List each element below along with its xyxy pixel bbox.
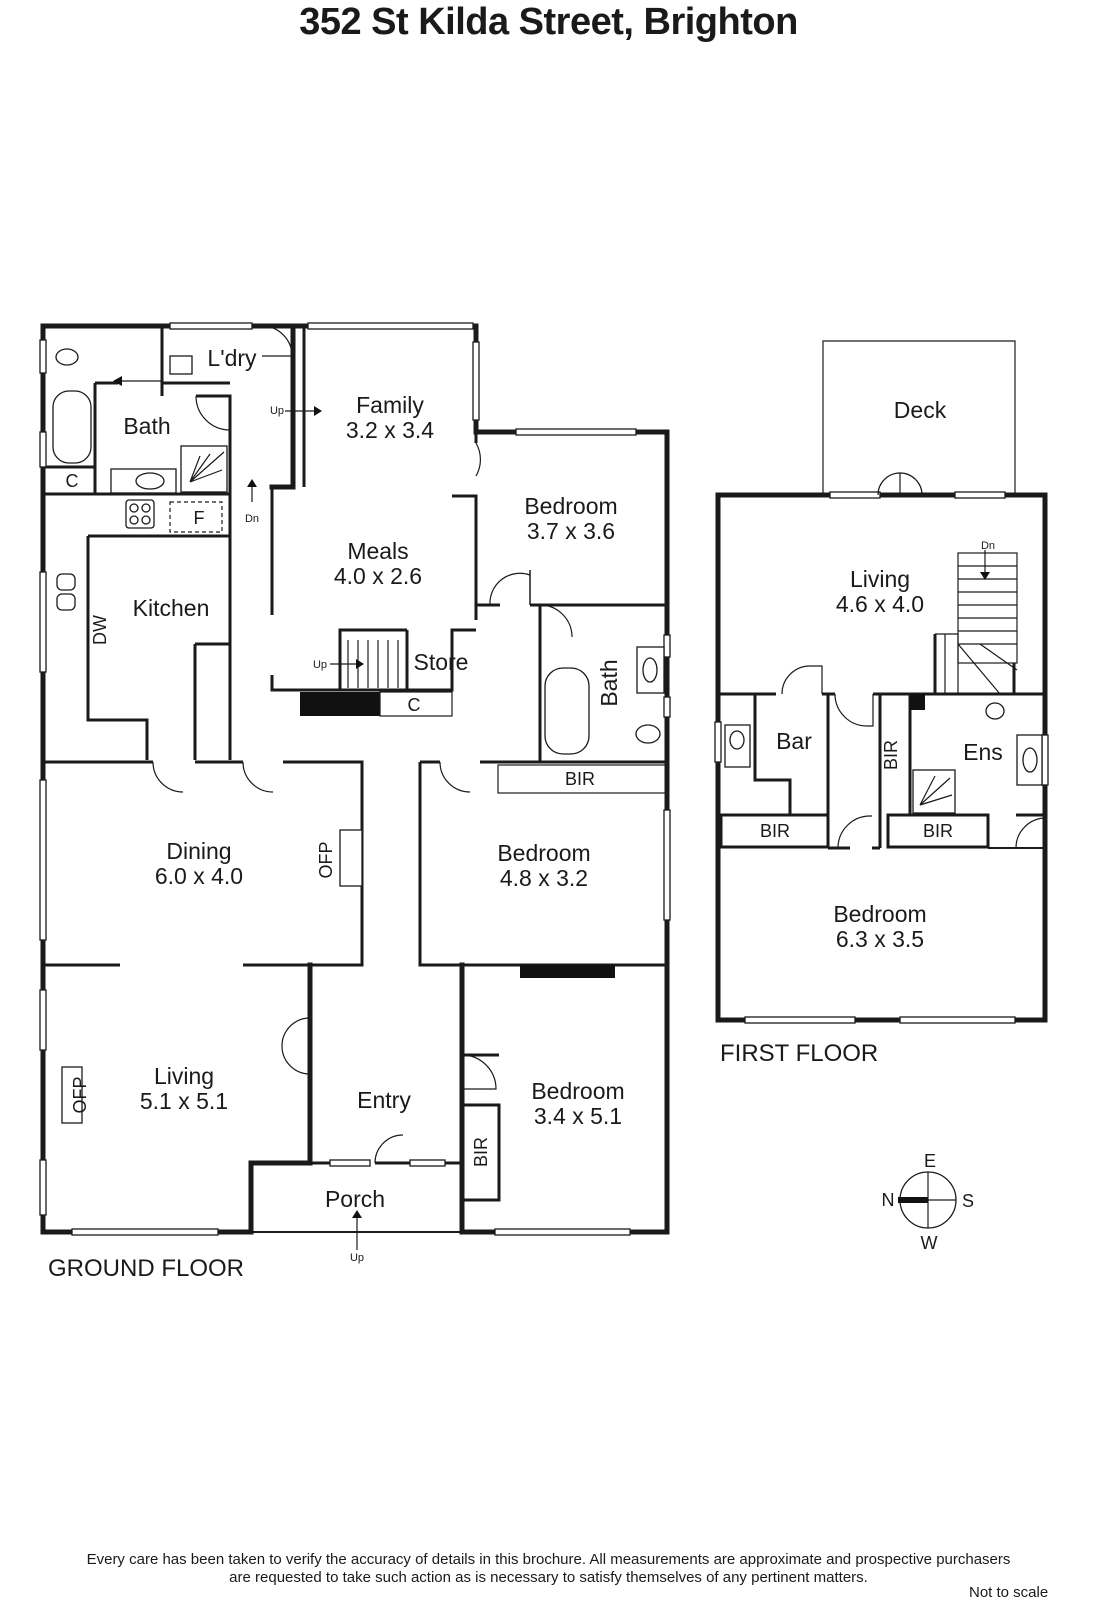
room-label-store: Store — [414, 649, 469, 675]
room-label-laundry: L'dry — [207, 345, 257, 371]
room-label-entry: Entry — [357, 1087, 411, 1113]
room-label-bir-2: BIR — [471, 1137, 491, 1167]
stair-label-down: Dn — [245, 513, 259, 525]
room-dim-living-first: 4.6 x 4.0 — [836, 591, 924, 617]
room-label-bedroom-1: Bedroom — [524, 493, 617, 519]
stair-label-up: Up — [270, 405, 284, 417]
room-dim-bedroom-first: 6.3 x 3.5 — [836, 926, 924, 952]
compass-icon: E N S W — [882, 1151, 975, 1253]
room-label-bir-1: BIR — [565, 769, 595, 789]
compass-east: E — [924, 1151, 936, 1171]
room-label-bir-first-1: BIR — [881, 740, 901, 770]
room-label-living-first: Living — [850, 566, 910, 592]
room-dim-meals: 4.0 x 2.6 — [334, 563, 422, 589]
compass-south: S — [962, 1191, 974, 1211]
floor-label-first: FIRST FLOOR — [720, 1040, 878, 1067]
stair-label-up-3: Up — [350, 1252, 364, 1264]
room-label-family: Family — [356, 392, 424, 418]
room-label-porch: Porch — [325, 1186, 385, 1212]
stair-label-down-first: Dn — [981, 540, 995, 552]
room-label-ensuite: Ens — [963, 739, 1003, 765]
room-label-bedroom-3: Bedroom — [531, 1078, 624, 1104]
cupboard-label-2: C — [408, 695, 421, 715]
room-label-bedroom-first: Bedroom — [833, 901, 926, 927]
fireplace-label-dining: OFP — [316, 841, 336, 878]
room-label-meals: Meals — [347, 538, 408, 564]
room-dim-bedroom-1: 3.7 x 3.6 — [527, 518, 615, 544]
disclaimer-line-2: are requested to take such action as is … — [229, 1569, 868, 1586]
ground-floor-plan: L'dry Bath C Family 3.2 x 3.4 Up Dn F Me… — [39, 322, 671, 1282]
stair-label-up-2: Up — [313, 659, 327, 671]
room-label-living: Living — [154, 1063, 214, 1089]
room-dim-living: 5.1 x 5.1 — [140, 1088, 228, 1114]
room-label-kitchen: Kitchen — [133, 595, 210, 621]
room-dim-dining: 6.0 x 4.0 — [155, 863, 243, 889]
room-dim-bedroom-3: 3.4 x 5.1 — [534, 1103, 622, 1129]
room-dim-family: 3.2 x 3.4 — [346, 417, 434, 443]
compass-north: N — [882, 1190, 895, 1210]
room-label-deck: Deck — [894, 397, 947, 423]
room-label-bath-2: Bath — [596, 659, 622, 706]
room-label-bar: Bar — [776, 728, 812, 754]
room-label-cupboard: C — [66, 471, 79, 491]
page-title: 352 St Kilda Street, Brighton — [299, 1, 798, 43]
fridge-label: F — [194, 508, 205, 528]
floor-label-ground: GROUND FLOOR — [48, 1255, 244, 1282]
room-label-bath: Bath — [123, 413, 170, 439]
room-label-dining: Dining — [166, 838, 231, 864]
dishwasher-label: DW — [90, 615, 110, 645]
not-to-scale-note: Not to scale — [969, 1584, 1049, 1601]
room-label-bir-first-3: BIR — [923, 821, 953, 841]
compass-west: W — [921, 1233, 938, 1253]
room-label-bir-first-2: BIR — [760, 821, 790, 841]
room-label-bedroom-2: Bedroom — [497, 840, 590, 866]
room-dim-bedroom-2: 4.8 x 3.2 — [500, 865, 588, 891]
first-floor-plan: Deck Living 4.6 x 4.0 Dn Bar BIR Ens BIR… — [714, 340, 1049, 1067]
disclaimer: Every care has been taken to verify the … — [0, 1551, 1097, 1587]
disclaimer-line-1: Every care has been taken to verify the … — [86, 1551, 1011, 1568]
fireplace-label-living: OFP — [70, 1076, 90, 1113]
